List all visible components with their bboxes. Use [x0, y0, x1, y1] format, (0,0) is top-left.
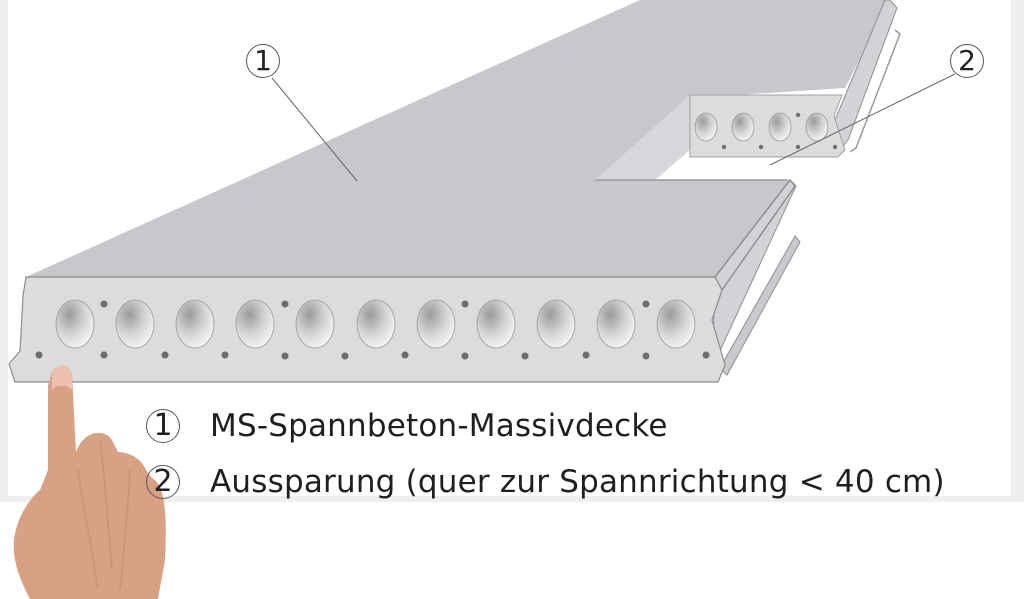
legend-number-1: 1: [146, 409, 180, 443]
recess-side-face: [595, 95, 690, 180]
legend: 1 MS-Spannbeton-Massivdecke 2 Aussparung…: [146, 398, 945, 510]
callout-2: 2: [950, 44, 984, 78]
leader-line-2: [769, 73, 956, 166]
recess-tendons: [721, 112, 838, 150]
legend-label-2: Aussparung (quer zur Spannrichtung < 40 …: [210, 464, 945, 500]
main-hollow-cores: [55, 299, 696, 349]
legend-item-1: 1 MS-Spannbeton-Massivdecke: [146, 398, 945, 454]
leader-line-1: [271, 77, 358, 182]
slab-top-surface: [26, 0, 890, 277]
recess-slab-front: [689, 94, 846, 158]
recess-hollow-cores: [694, 112, 829, 142]
main-tendons: [35, 300, 710, 360]
legend-number-2: 2: [146, 465, 180, 499]
legend-item-2: 2 Aussparung (quer zur Spannrichtung < 4…: [146, 454, 945, 510]
hand-pointer-icon: [13, 365, 166, 599]
callout-1: 1: [246, 44, 280, 78]
legend-label-1: MS-Spannbeton-Massivdecke: [210, 408, 668, 444]
